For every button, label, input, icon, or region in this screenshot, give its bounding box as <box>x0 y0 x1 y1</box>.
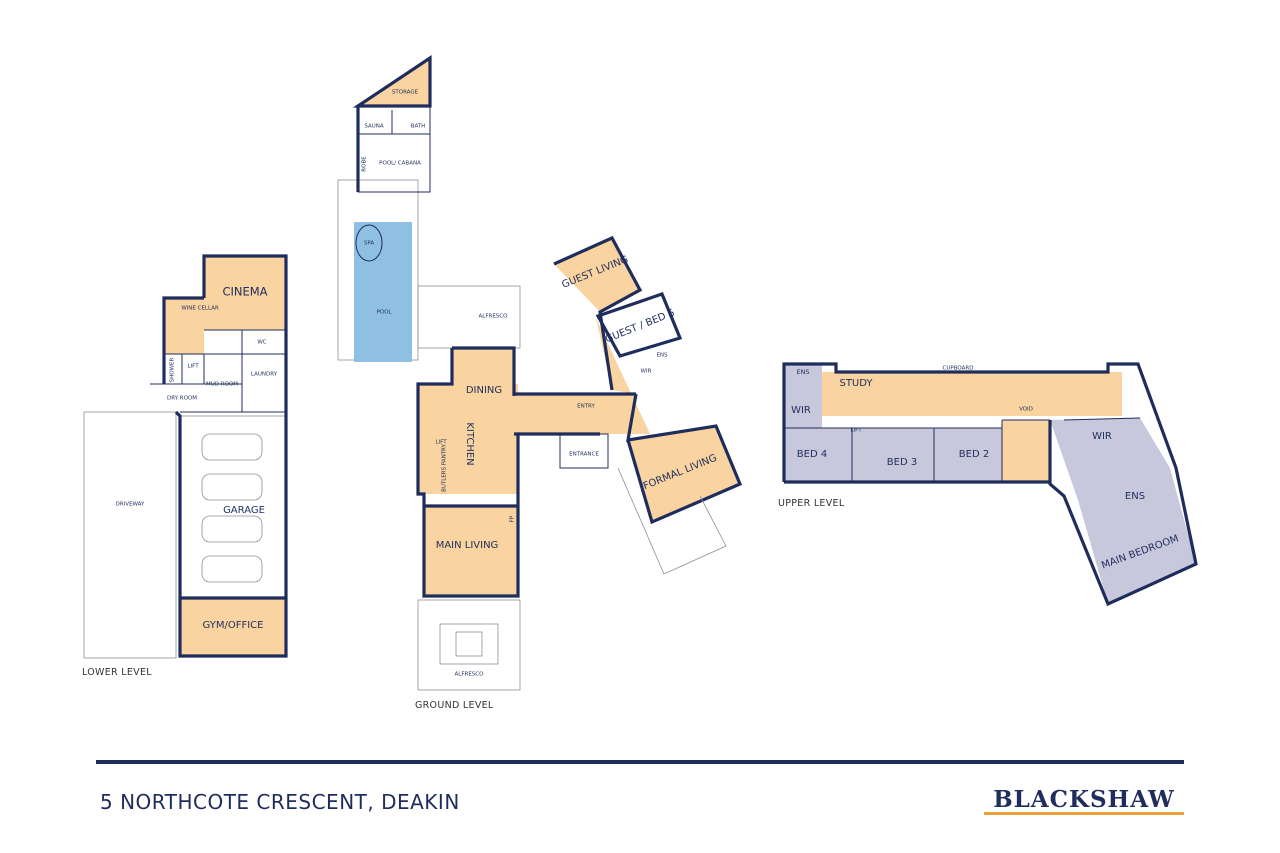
bed3-label: BED 3 <box>887 457 917 468</box>
lower-level-plan: CINEMA WINE CELLAR WC LAUNDRY LIFT MUD R… <box>83 254 288 659</box>
main-living-room <box>424 506 518 596</box>
ens-wir-room <box>784 364 822 428</box>
kitchen-room <box>418 384 518 494</box>
gym-office-room <box>180 598 286 656</box>
bath-label: BATH <box>411 124 426 130</box>
lower-outer-wall <box>174 254 288 658</box>
gym-office-label: GYM/OFFICE <box>203 620 264 631</box>
entry-label: ENTRY <box>577 404 595 410</box>
shower-label: SHOWER <box>170 357 176 382</box>
alfresco-bottom-area <box>417 599 521 691</box>
lower-outer-wall-2 <box>162 296 204 384</box>
upper-lift-label: LIFT <box>850 428 862 434</box>
bed4-room <box>784 428 852 482</box>
study-label: STUDY <box>839 378 873 389</box>
guest-ens-label: ENS <box>656 353 668 359</box>
ground-level-plan: SPA POOL STORAGE SAUNA BATH ROBE POOL/ C… <box>337 55 743 691</box>
void-label: VOID <box>1019 407 1033 413</box>
lift-label: LIFT <box>187 364 199 370</box>
lower-level-title: LOWER LEVEL <box>82 667 152 678</box>
upper-wir-label: WIR <box>791 405 811 416</box>
kitchen-label: KITCHEN <box>464 422 475 465</box>
study-hall <box>822 372 1122 416</box>
bed2-room <box>934 428 1002 482</box>
main-wir-label: WIR <box>1092 431 1112 442</box>
bed4-label: BED 4 <box>797 449 827 460</box>
wc-label: WC <box>257 340 266 346</box>
bed3-room <box>852 428 934 482</box>
dining-label: DINING <box>466 385 502 396</box>
bed2-label: BED 2 <box>959 449 989 460</box>
cinema-room <box>204 256 286 330</box>
mud-room-label: MUD ROOM <box>206 382 238 388</box>
dry-room-label: DRY ROOM <box>167 396 197 402</box>
pool-cabana-room <box>357 105 431 193</box>
agency-logo: BLACKSHAW <box>993 786 1175 813</box>
pool-cabana-label: POOL/ CABANA <box>379 161 421 167</box>
garage-cars <box>201 433 263 583</box>
void-area <box>1002 420 1050 482</box>
upper-level-title: UPPER LEVEL <box>778 498 845 509</box>
main-ens-label: ENS <box>1125 491 1145 502</box>
main-living-label: MAIN LIVING <box>436 540 499 551</box>
driveway-area <box>83 411 177 659</box>
wine-cellar-label: WINE CELLAR <box>181 306 219 312</box>
agency-logo-underline <box>984 812 1184 815</box>
cinema-label: CINEMA <box>222 285 267 299</box>
garage-label: GARAGE <box>223 505 265 516</box>
ground-wall-dining <box>452 346 516 396</box>
alfresco-top-label: ALFRESCO <box>479 314 509 320</box>
formal-living-room <box>628 426 740 522</box>
guest-living-room <box>554 238 640 312</box>
pool-label: POOL <box>376 310 392 316</box>
footer-divider <box>96 760 1184 764</box>
property-address: 5 NORTHCOTE CRESCENT, DEAKIN <box>100 790 460 814</box>
sauna-label: SAUNA <box>364 124 383 130</box>
laundry-label: LAUNDRY <box>251 372 278 378</box>
driveway-label: DRIVEWAY <box>116 502 145 508</box>
storage-label: STORAGE <box>392 90 419 96</box>
entry-hall <box>514 394 636 434</box>
ground-lift-label: LIFT <box>435 440 447 446</box>
entrance-box <box>559 433 609 469</box>
guest-wir-label: WIR <box>641 369 652 375</box>
butlers-pantry-label: BUTLERS PANTRY <box>442 443 448 491</box>
fp-label: FP <box>510 515 516 522</box>
ground-level-title: GROUND LEVEL <box>415 700 494 711</box>
spa-label: SPA <box>364 241 374 247</box>
cupboard-label: CUPBOARD <box>943 366 974 372</box>
robe-label: ROBE <box>362 156 368 172</box>
alfresco-bottom-label: ALFRESCO <box>455 672 485 678</box>
main-bedroom-room <box>1050 418 1196 604</box>
entrance-label: ENTRANCE <box>569 452 599 458</box>
upper-level-plan: ENS WIR STUDY CUPBOARD VOID LIFT BED 4 B… <box>782 362 1198 607</box>
wine-cellar-room <box>164 298 204 354</box>
upper-ens-label: ENS <box>796 368 809 376</box>
